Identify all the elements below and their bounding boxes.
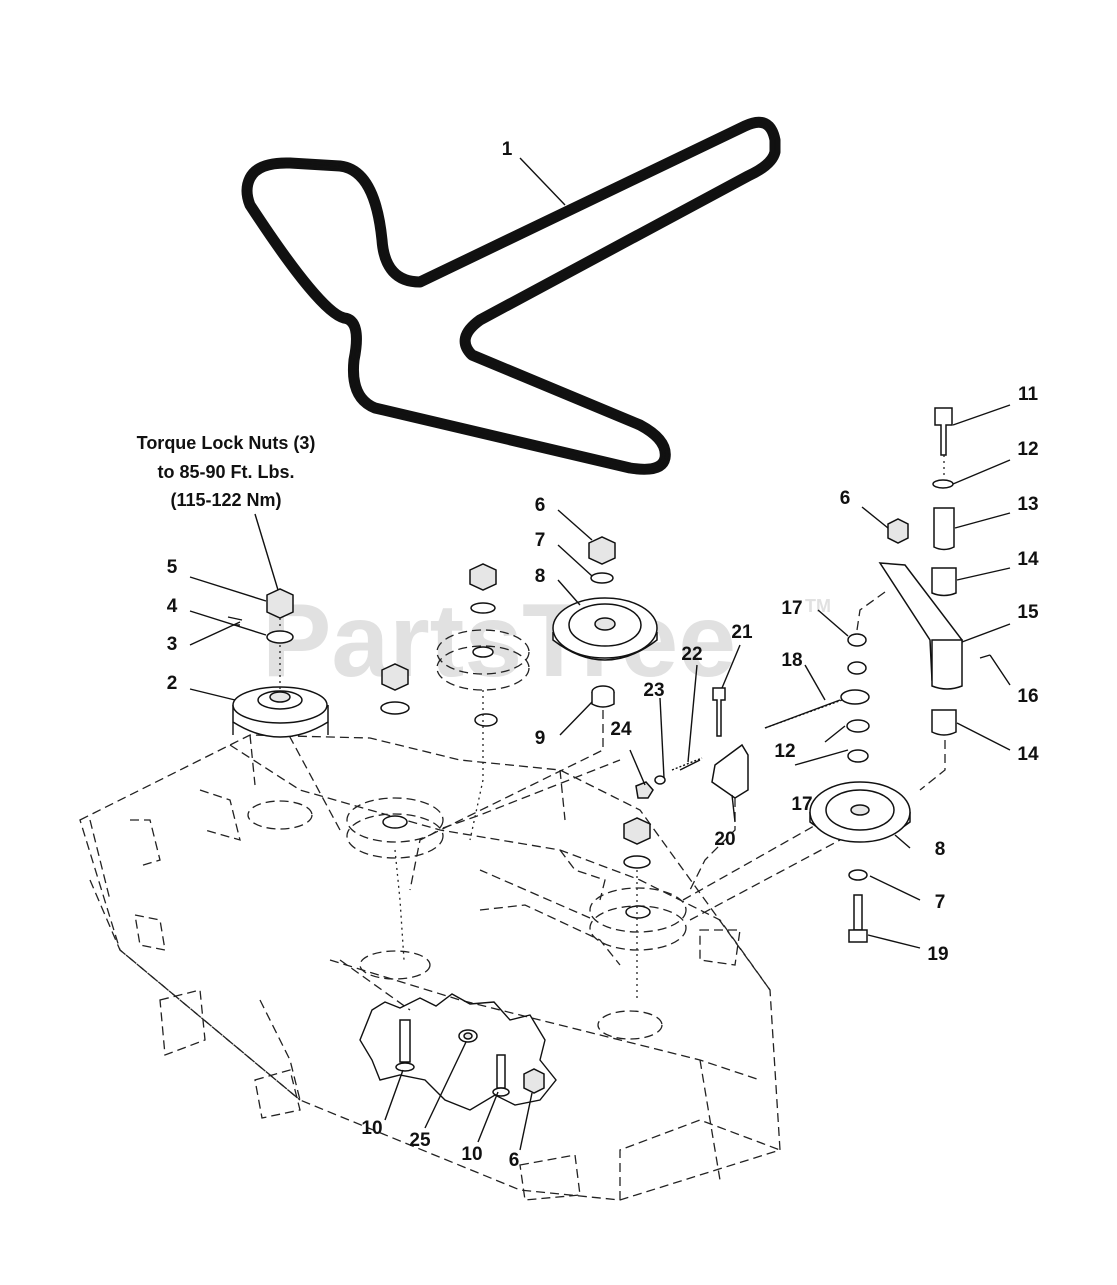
callout-3: 3 [167,634,178,655]
torque-note-line-3: (115-122 Nm) [170,490,281,510]
callout-20: 20 [714,829,735,850]
callout-14-upper: 14 [1017,549,1039,570]
callout-7-upper: 7 [535,530,546,551]
idler-pulley-upper [409,536,658,891]
callout-14-lower: 14 [1017,744,1039,765]
torque-note-line-1: Torque Lock Nuts (3) [137,433,316,453]
callout-labels: 1 2 3 4 5 6 6 6 7 7 8 8 9 10 10 11 12 12… [167,139,1039,1171]
callout-12-upper: 12 [1017,439,1038,460]
callout-6-right: 6 [840,488,851,509]
watermark: PartsTree TM [262,583,831,699]
callout-22: 22 [681,644,702,665]
callout-9: 9 [535,728,546,749]
callout-10-left: 10 [361,1118,382,1139]
watermark-brand: PartsTree [262,583,736,699]
callout-17-upper: 17 [781,598,802,619]
leader-lines [189,157,1011,1151]
drive-belt [241,116,781,475]
callout-6-upper: 6 [535,495,546,516]
torque-note-line-2: to 85-90 Ft. Lbs. [157,462,294,482]
idler-pulley-lower [809,633,911,943]
tension-spring-assembly [635,687,870,891]
callout-23: 23 [643,680,664,701]
callout-6-lower: 6 [509,1150,520,1171]
callout-21: 21 [731,622,753,643]
watermark-tm: TM [805,596,831,616]
idler-arm-assembly [856,407,991,791]
callout-10-right: 10 [461,1144,482,1165]
drive-pulley-stack [227,588,329,738]
callout-25: 25 [409,1130,431,1151]
callout-2: 2 [167,673,178,694]
callout-5: 5 [167,557,178,578]
callout-4: 4 [167,596,178,617]
callout-13: 13 [1017,494,1038,515]
mower-deck-housing [79,734,781,1201]
callout-16: 16 [1017,686,1038,707]
callout-7-lower: 7 [935,892,946,913]
cutaway-hardware [359,993,557,1111]
deck-hardware [380,563,651,1000]
callout-12-lower: 12 [774,741,795,762]
callout-18: 18 [781,650,802,671]
callout-8-lower: 8 [935,839,946,860]
callout-8-upper: 8 [535,566,546,587]
callout-11: 11 [1018,384,1039,405]
callout-24: 24 [610,719,632,740]
callout-17-lower: 17 [791,794,812,815]
callout-15: 15 [1017,602,1039,623]
callout-19: 19 [927,944,948,965]
deck-pulleys [269,629,861,951]
torque-note: Torque Lock Nuts (3) to 85-90 Ft. Lbs. (… [137,433,316,510]
callout-1: 1 [502,139,513,160]
